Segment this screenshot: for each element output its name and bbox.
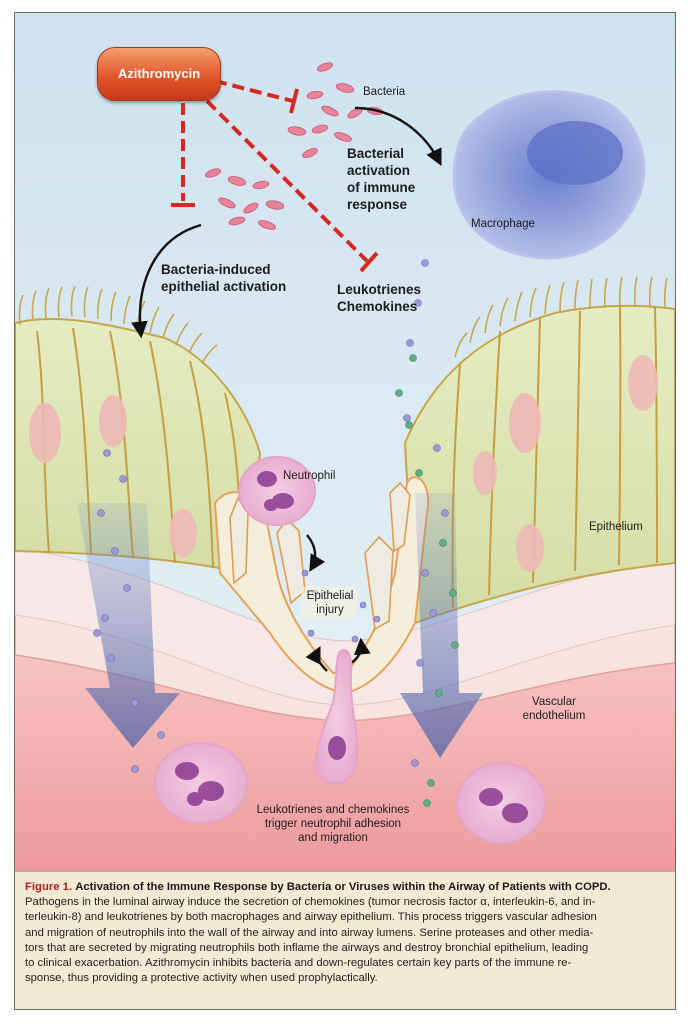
- neutrophil-migrating: [313, 648, 359, 785]
- epithelium-label: Epithelium: [589, 521, 643, 533]
- neutrophil-migrating-nucleus: [328, 736, 346, 760]
- neutrophil-vessel-right: [456, 762, 546, 844]
- vascular-endothelium-label: Vascular endothelium: [522, 696, 586, 722]
- neutrophil-lumen: [238, 456, 316, 526]
- caption-line: sponse, thus providing a protective acti…: [25, 972, 378, 985]
- chemokine-dots: [93, 259, 449, 773]
- caption-line: and migration of neutrophils into the wa…: [25, 926, 594, 939]
- azithromycin-label: Azithromycin: [117, 66, 201, 81]
- activation-arrows: [131, 106, 442, 672]
- right-migration-arrow: [400, 493, 483, 758]
- injured-cell-fragments: [229, 481, 411, 631]
- leukotriene-dots: [395, 354, 459, 807]
- figure-number: Figure 1.: [25, 881, 73, 893]
- figure-frame: Azithromycin Bacteria Bacterial activati…: [14, 12, 676, 1010]
- bacterial-activation-label: Bacterial activation of immune response: [347, 146, 416, 212]
- caption-heading: Figure 1. Activation of the Immune Respo…: [25, 880, 663, 895]
- inhibition-bars: [171, 88, 379, 273]
- caption-line: terleukin-8) and leukotrienes by both ma…: [25, 911, 597, 924]
- bacteria-cluster-left: [204, 168, 285, 230]
- immune-response-illustration: [15, 13, 675, 871]
- bacteria-label: Bacteria: [363, 86, 406, 98]
- inhibition-lines: [181, 79, 369, 263]
- bacteria-cluster-top: [287, 62, 384, 159]
- macrophage-nucleus: [527, 121, 623, 185]
- caption-line: Pathogens in the luminal airway induce t…: [25, 896, 596, 909]
- adhesion-migration-label: Leukotrienes and chemokines trigger neut…: [256, 804, 410, 844]
- neutrophil-lumen-nucleus: [257, 471, 294, 511]
- epithelium-right: [403, 304, 675, 625]
- cilia: [18, 276, 668, 364]
- figure-caption: Figure 1. Activation of the Immune Respo…: [15, 871, 675, 1009]
- leukotrienes-chemokines-label: Leukotrienes Chemokines: [337, 282, 422, 314]
- neutrophil-label: Neutrophil: [283, 470, 336, 482]
- bacteria-induced-label: Bacteria-induced epithelial activation: [161, 262, 287, 294]
- left-migration-arrow: [77, 503, 180, 748]
- epithelial-injury-label: Epithelial injury: [306, 590, 354, 616]
- neutrophil-vessel-left: [154, 742, 248, 824]
- epithelial-nuclei: [29, 355, 658, 572]
- azithromycin-badge: Azithromycin: [97, 47, 221, 101]
- figure-title: Activation of the Immune Response by Bac…: [75, 881, 611, 893]
- caption-line: tors that are secreted by migrating neut…: [25, 941, 589, 954]
- caption-line: to clinical exacerbation. Azithromycin i…: [25, 957, 572, 970]
- macrophage-label: Macrophage: [471, 218, 535, 230]
